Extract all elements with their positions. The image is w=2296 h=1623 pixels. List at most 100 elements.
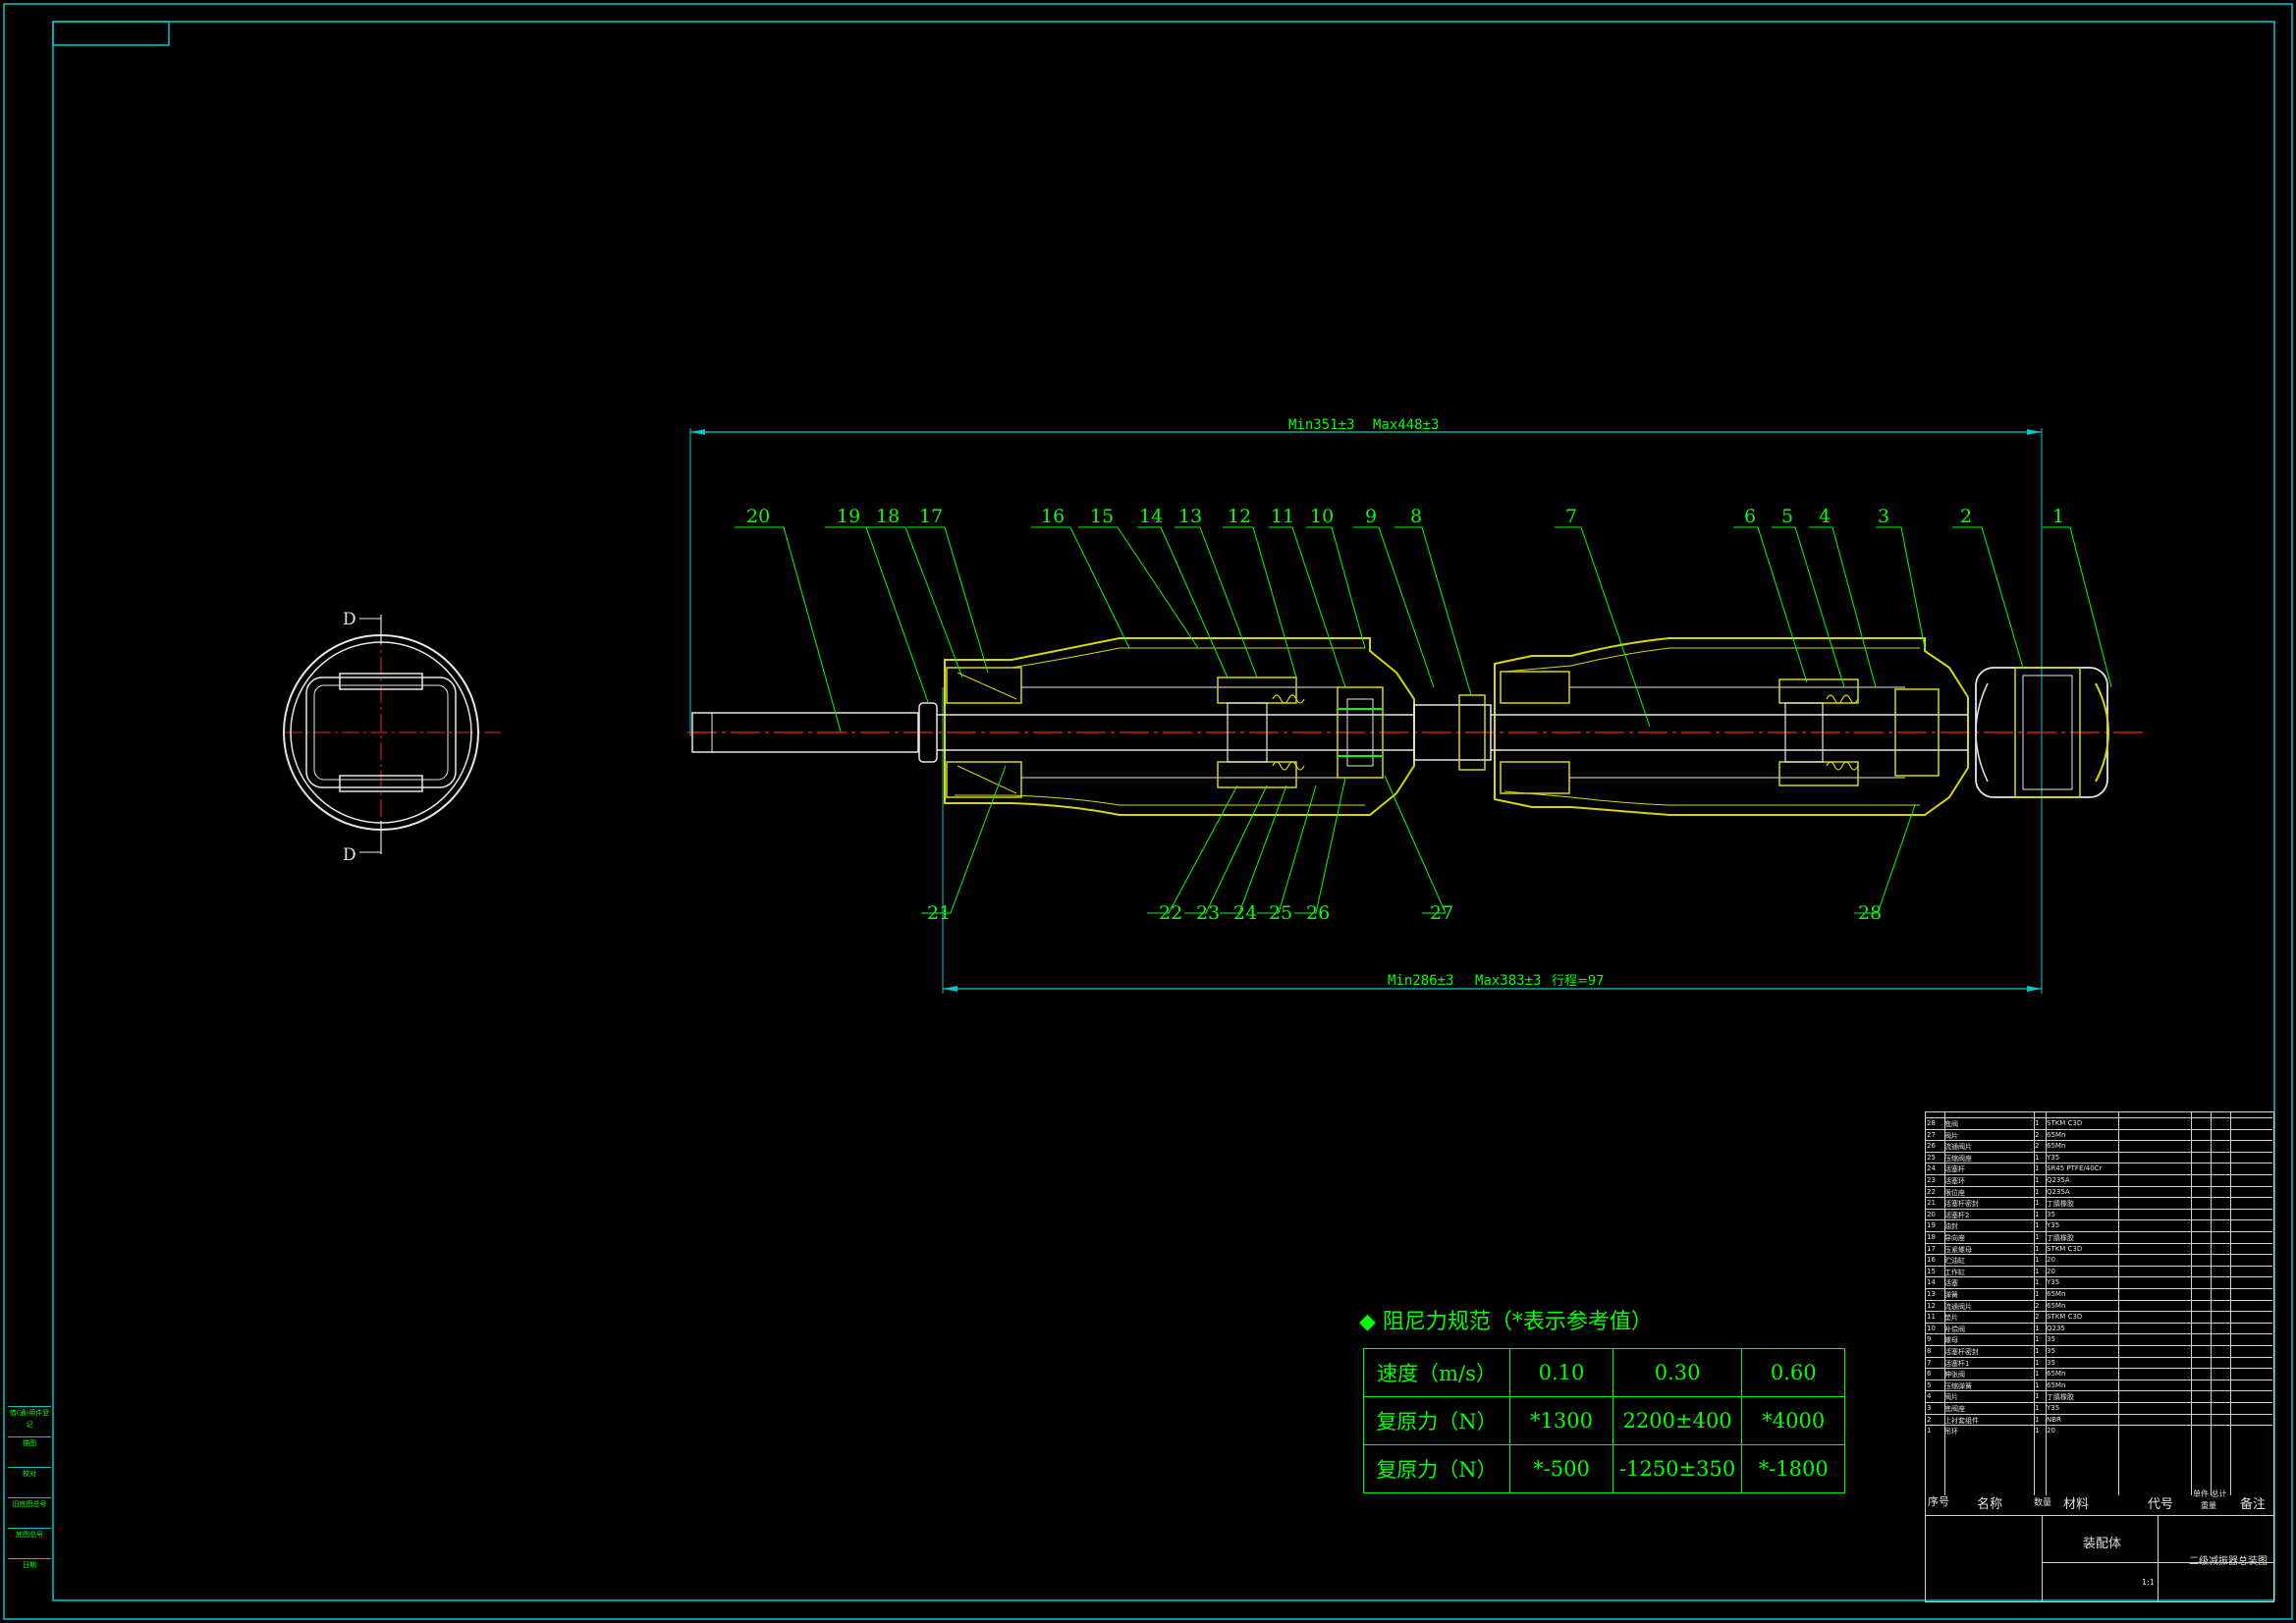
table-row: 复原力（N） *-500 -1250±350 *-1800 [1363, 1444, 1846, 1493]
bom-cell-qty: 1 [2035, 1392, 2040, 1401]
bom-cell-qty: 1 [2035, 1335, 2040, 1344]
inner-border [52, 21, 2275, 1601]
bom-cell-mat: 20 [2047, 1256, 2055, 1265]
bom-cell-name: 垫片 [1944, 1314, 1958, 1323]
bom-cell-no: 14 [1927, 1278, 1936, 1287]
bom-cell-name: 活塞杆 [1944, 1165, 1965, 1174]
bom-cell-name: 吊环 [1944, 1428, 1958, 1436]
damping-spec-title: ◆ 阻尼力规范（*表示参考值） [1359, 1304, 1653, 1335]
table-cell: 复原力（N） [1363, 1444, 1510, 1493]
bom-cell-qty: 1 [2035, 1278, 2040, 1287]
bom-cell-name: 伸张阀 [1944, 1371, 1965, 1380]
callout-10: 10 [1310, 506, 1334, 527]
bom-cell-name: 导向座 [1944, 1234, 1965, 1242]
bom-cell-name: 压紧螺母 [1944, 1245, 1972, 1254]
callout-13: 13 [1178, 506, 1202, 527]
title-block-drawing-name: 二级减振器总装图 [2189, 1556, 2268, 1567]
bom-divider [2211, 1112, 2212, 1495]
bom-cell-qty: 1 [2035, 1358, 2040, 1367]
bom-cell-mat: STKM C3D [2047, 1119, 2083, 1127]
bom-cell-name: 弹簧 [1944, 1291, 1958, 1299]
dim-top-min: Min351±3 [1288, 417, 1354, 433]
table-cell: -1250±350 [1612, 1444, 1743, 1493]
callout-22: 22 [1159, 902, 1182, 924]
callout-20: 20 [746, 506, 770, 527]
callout-7: 7 [1565, 506, 1577, 527]
callout-6: 6 [1744, 506, 1756, 527]
corner-label-box [52, 21, 170, 46]
bom-cell-qty: 1 [2035, 1290, 2040, 1298]
bom-divider [2230, 1112, 2231, 1495]
bom-cell-mat: 35 [2047, 1335, 2055, 1344]
bom-cell-mat: 65Mn [2047, 1301, 2066, 1310]
bom-cell-name: 阀片 [1944, 1393, 1958, 1402]
bom-cell-no: 21 [1927, 1199, 1936, 1208]
bom-cell-no: 25 [1927, 1153, 1936, 1162]
table-cell: 复原力（N） [1363, 1396, 1510, 1445]
table-cell: 0.30 [1612, 1348, 1743, 1397]
callout-3: 3 [1878, 506, 1889, 527]
bom-divider [2191, 1112, 2192, 1495]
bom-header-name: 名称 [1977, 1497, 2003, 1512]
bom-cell-qty: 2 [2035, 1301, 2040, 1310]
bom-cell-name: 工作缸 [1944, 1268, 1965, 1276]
table-cell: 0.10 [1509, 1348, 1613, 1397]
bom-cell-no: 23 [1927, 1176, 1936, 1184]
bom-cell-no: 1 [1927, 1427, 1932, 1435]
callout-23: 23 [1196, 902, 1220, 924]
bom-divider [2118, 1112, 2119, 1495]
callout-labels-top: 20 19 18 17 16 15 14 13 12 11 10 9 8 7 6… [746, 506, 2064, 527]
bom-cell-no: 4 [1927, 1392, 1932, 1401]
title-block-divider [2042, 1562, 2273, 1563]
bom-cell-name: 贮油缸 [1944, 1257, 1965, 1266]
damping-spec-title-text: 阻尼力规范（*表示参考值） [1382, 1310, 1653, 1334]
bom-cell-mat: 丁腈橡胶 [2047, 1393, 2074, 1402]
bom-divider [2034, 1112, 2035, 1495]
bom-cell-no: 27 [1927, 1130, 1936, 1139]
bom-cell-qty: 1 [2035, 1404, 2040, 1412]
dimension-bottom: Min286±3 Max383±3 行程=97 [942, 687, 2043, 994]
bom-cell-mat: Q235 [2047, 1324, 2065, 1332]
callout-1: 1 [2052, 506, 2064, 527]
bom-cell-qty: 1 [2035, 1347, 2040, 1355]
table-cell: *-500 [1509, 1444, 1613, 1493]
table-cell: *-1800 [1741, 1444, 1846, 1493]
callout-2: 2 [1960, 506, 1972, 527]
bom-cell-mat: Q235A [2047, 1176, 2070, 1184]
bom-cell-no: 11 [1927, 1313, 1936, 1322]
dim-bottom-max: Max383±3 [1475, 973, 1541, 989]
bom-cell-mat: Y35 [2047, 1278, 2060, 1287]
bom-cell-qty: 1 [2035, 1370, 2040, 1379]
callout-15: 15 [1090, 506, 1114, 527]
callout-4: 4 [1819, 506, 1831, 527]
callout-21: 21 [927, 902, 951, 924]
bom-cell-no: 7 [1927, 1358, 1932, 1367]
table-row: 14 活塞 1 Y35 [1925, 1276, 2272, 1289]
table-cell: *1300 [1509, 1396, 1613, 1445]
bom-cell-qty: 1 [2035, 1210, 2040, 1218]
callout-12: 12 [1228, 506, 1251, 527]
bom-cell-name: 活塞杆2 [1944, 1211, 1970, 1219]
bom-cell-mat: STKM C3D [2047, 1313, 2083, 1322]
dimension-top: Min351±3 Max448±3 [689, 417, 2043, 736]
title-block-divider [2042, 1515, 2043, 1601]
bom-cell-name: 活塞 [1944, 1279, 1958, 1288]
callout-25: 25 [1269, 902, 1292, 924]
section-mark-bottom: D [343, 845, 356, 865]
callout-17: 17 [919, 506, 943, 527]
bom-cell-mat: 35 [2047, 1210, 2055, 1218]
bom-cell-qty: 2 [2035, 1142, 2040, 1151]
title-block-scale: 1:1 [2142, 1578, 2155, 1587]
bom-cell-qty: 1 [2035, 1427, 2040, 1435]
bom-cell-no: 6 [1927, 1370, 1932, 1379]
